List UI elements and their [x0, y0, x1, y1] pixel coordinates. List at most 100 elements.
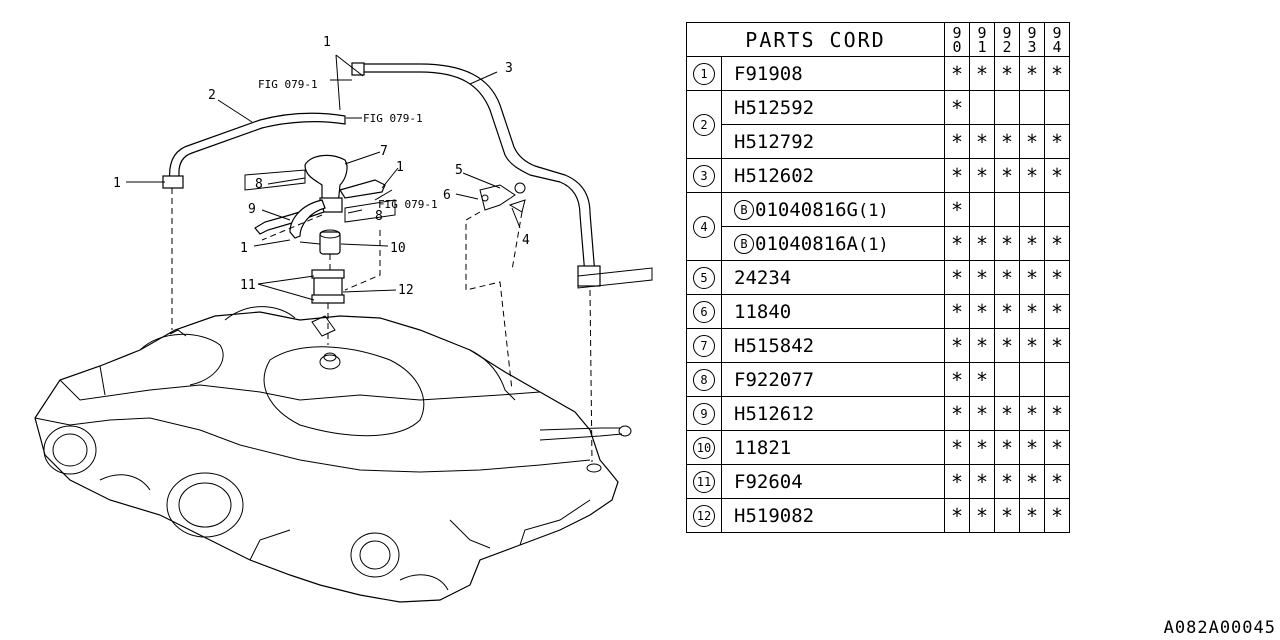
part-code: H512602 — [721, 158, 945, 193]
year-mark: * — [994, 294, 1020, 329]
brackets — [244, 169, 653, 289]
fig-ref-top: FIG 079-1 — [258, 78, 318, 91]
table-row: 6 11840 * * * * * — [686, 294, 1070, 329]
table-title: PARTS CORD — [686, 22, 945, 57]
leader-lines — [126, 54, 521, 301]
year-mark: * — [969, 226, 995, 261]
fig-ref-middle: FIG 079-1 — [363, 112, 423, 125]
year-mark: * — [1019, 328, 1045, 363]
callout-6: 6 — [443, 188, 451, 203]
table-row: 12 H519082 * * * * * — [686, 498, 1070, 533]
part-code: F922077 — [721, 362, 945, 397]
item-number-cell: 6 — [686, 294, 722, 329]
figure-references: FIG 079-1 FIG 079-1 FIG 079-1 — [258, 78, 438, 211]
year-mark: * — [1019, 124, 1045, 159]
year-mark: * — [994, 430, 1020, 465]
year-mark — [994, 362, 1020, 397]
hose-3 — [351, 62, 601, 287]
year-mark: * — [969, 464, 995, 499]
part-code: 01040816A — [755, 232, 858, 255]
year-mark: * — [994, 396, 1020, 431]
part-code: H512612 — [721, 396, 945, 431]
year-mark — [969, 192, 995, 227]
year-mark: * — [994, 328, 1020, 363]
year-mark: * — [994, 498, 1020, 533]
year-mark: * — [1044, 328, 1070, 363]
year-mark: * — [944, 56, 970, 91]
year-mark: * — [969, 260, 995, 295]
table-row: 8 F922077 * * — [686, 362, 1070, 397]
part-code: H519082 — [721, 498, 945, 533]
year-mark: * — [1019, 294, 1045, 329]
part-code: H512592 — [721, 90, 945, 125]
year-mark: * — [969, 56, 995, 91]
year-mark — [1019, 192, 1045, 227]
year-mark: * — [1044, 396, 1070, 431]
year-mark: * — [944, 260, 970, 295]
callout-4: 4 — [522, 233, 530, 248]
part-code: F91908 — [721, 56, 945, 91]
item-number-cell: 11 — [686, 464, 722, 499]
year-mark: * — [994, 464, 1020, 499]
year-mark — [1044, 192, 1070, 227]
item-number-cell: 2 — [686, 90, 722, 159]
year-mark: * — [994, 158, 1020, 193]
item-number-cell: 3 — [686, 158, 722, 193]
callout-labels: 1 2 3 1 7 1 8 9 8 1 10 11 12 5 6 4 — [113, 35, 530, 298]
part-code: F92604 — [721, 464, 945, 499]
year-mark: * — [1019, 396, 1045, 431]
year-mark — [969, 90, 995, 125]
fig-ref-lower: FIG 079-1 — [378, 198, 438, 211]
item-number: 8 — [693, 368, 715, 391]
year-mark — [1044, 90, 1070, 125]
bolt-prefix-icon: B — [734, 199, 754, 220]
item-number-cell: 1 — [686, 56, 722, 91]
item-number-cell: 8 — [686, 362, 722, 397]
year-mark: * — [1019, 260, 1045, 295]
year-mark: * — [944, 328, 970, 363]
table-row: H512792 * * * * * — [687, 124, 1070, 159]
year-mark: * — [1019, 464, 1045, 499]
table-row: 2 H512592 * — [686, 90, 1070, 159]
intake-manifold-drawing — [34, 306, 632, 603]
callout-5: 5 — [455, 163, 463, 178]
year-mark: * — [1019, 430, 1045, 465]
year-mark: * — [994, 260, 1020, 295]
year-mark: * — [1044, 260, 1070, 295]
valve-10 — [299, 229, 341, 255]
year-mark: * — [969, 328, 995, 363]
year-mark: * — [969, 362, 995, 397]
year-mark: * — [969, 158, 995, 193]
part-code: 11821 — [721, 430, 945, 465]
year-mark: * — [969, 124, 995, 159]
item-number-cell: 12 — [686, 498, 722, 533]
year-mark: * — [1019, 56, 1045, 91]
year-mark: * — [944, 90, 970, 125]
year-mark: * — [944, 158, 970, 193]
callout-12: 12 — [398, 283, 414, 298]
item-number: 1 — [693, 62, 715, 85]
callout-7: 7 — [380, 144, 388, 159]
item-number: 12 — [693, 504, 715, 527]
year-mark: * — [969, 498, 995, 533]
year-mark: * — [944, 396, 970, 431]
year-mark: * — [944, 362, 970, 397]
table-row: 5 24234 * * * * * — [686, 260, 1070, 295]
hose-12 — [311, 269, 345, 304]
item-number: 6 — [693, 300, 715, 323]
diagram-reference-code: A082A00045 — [1163, 618, 1276, 638]
item-number-cell: 7 — [686, 328, 722, 363]
year-mark: * — [944, 464, 970, 499]
year-mark: * — [1044, 158, 1070, 193]
item-number-cell: 10 — [686, 430, 722, 465]
year-mark: * — [1019, 226, 1045, 261]
callout-8-right: 8 — [375, 209, 383, 224]
year-mark — [994, 192, 1020, 227]
table-row: 9 H512612 * * * * * — [686, 396, 1070, 431]
callout-1-mid: 1 — [396, 160, 404, 175]
year-mark: * — [1044, 226, 1070, 261]
